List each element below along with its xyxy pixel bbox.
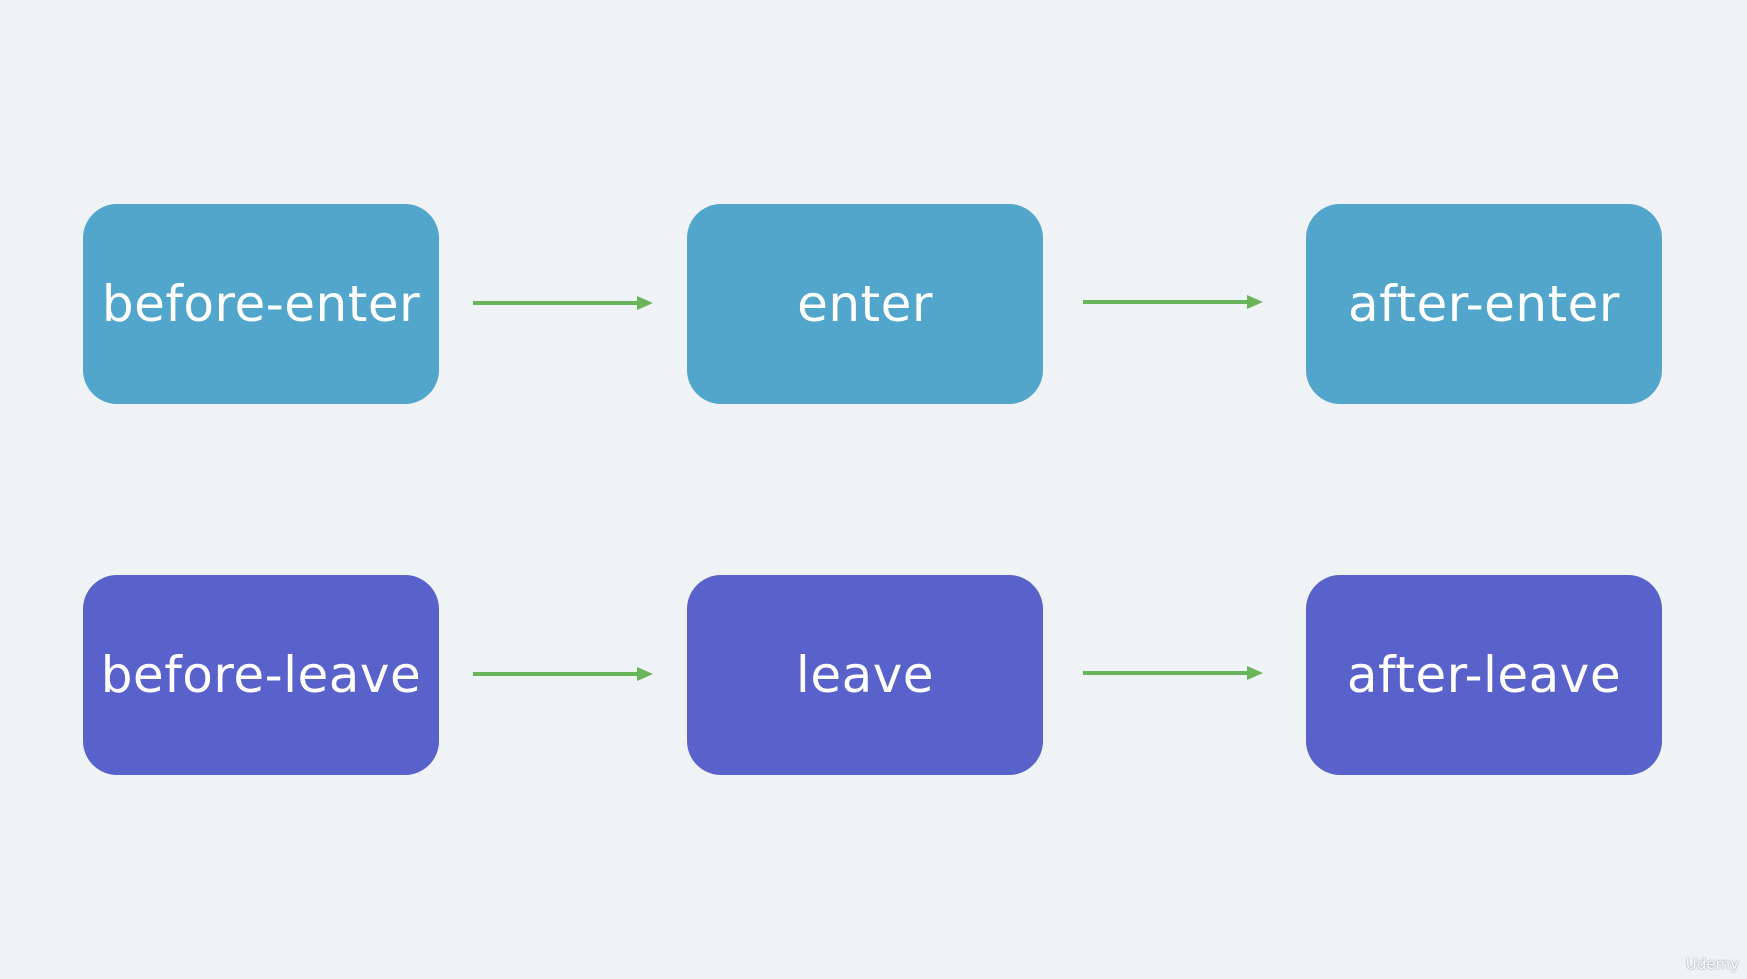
node-leave: leave <box>687 575 1043 775</box>
arrow-leave-to-after-leave <box>1083 664 1265 684</box>
udemy-watermark: Udemy <box>1685 955 1739 973</box>
arrow-before-enter-to-enter <box>473 293 655 313</box>
arrow-enter-to-after-enter <box>1083 293 1265 313</box>
node-enter: enter <box>687 204 1043 404</box>
node-before-leave: before-leave <box>83 575 439 775</box>
node-after-leave: after-leave <box>1306 575 1662 775</box>
node-before-enter: before-enter <box>83 204 439 404</box>
node-after-enter: after-enter <box>1306 204 1662 404</box>
arrow-before-leave-to-leave <box>473 664 655 684</box>
